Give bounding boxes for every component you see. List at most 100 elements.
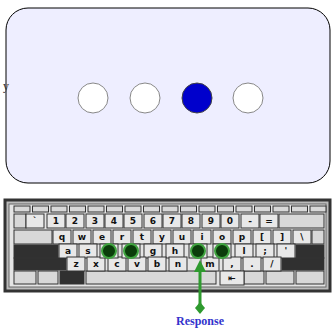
axis-label-fragment: y: [3, 80, 9, 92]
key-label: b: [154, 260, 160, 269]
response-key: [189, 244, 207, 258]
function-key: [70, 206, 86, 212]
key: [59, 244, 77, 258]
response-key-mark: [124, 244, 138, 258]
key-label: t: [140, 233, 144, 242]
response-key: [213, 244, 231, 258]
enter-key: [296, 245, 324, 258]
key-label: ]: [280, 233, 284, 242]
key: [266, 271, 294, 284]
key: [202, 214, 220, 228]
key-label: l: [242, 247, 245, 256]
key: [235, 244, 253, 258]
function-key: [162, 206, 178, 212]
key: [233, 230, 251, 244]
key: [133, 230, 151, 244]
key-label: \: [300, 233, 303, 242]
key: [223, 257, 241, 271]
response-key: [122, 244, 140, 258]
stimulus-circle: [233, 83, 263, 113]
key-label: h: [172, 247, 178, 256]
key-label: 7: [169, 217, 175, 226]
function-key: [51, 206, 67, 212]
key: [153, 230, 171, 244]
key: [293, 230, 311, 244]
key: [108, 257, 126, 271]
key: [79, 244, 97, 258]
key-label: s: [85, 247, 90, 256]
key-label: v: [134, 260, 140, 269]
key: [14, 214, 26, 228]
key: [93, 230, 111, 244]
function-key: [199, 206, 215, 212]
keyboard-frame: [5, 200, 330, 291]
key-label: z: [73, 260, 78, 269]
key-label: e: [99, 233, 105, 242]
key-label: ': [285, 247, 288, 256]
key: [86, 214, 104, 228]
key: [277, 244, 295, 258]
arrow-tail-diamond: [195, 302, 205, 314]
key-label: x: [93, 260, 99, 269]
key-label: q: [59, 233, 65, 242]
key: [105, 214, 123, 228]
key-label: y: [159, 233, 165, 242]
key-label: p: [239, 233, 245, 242]
key-label: r: [120, 233, 124, 242]
key: [182, 214, 200, 228]
keyboard-body: [9, 204, 326, 287]
key-label: i: [200, 233, 203, 242]
key: [243, 257, 261, 271]
key: [67, 257, 85, 271]
key: [73, 230, 91, 244]
key: [163, 214, 181, 228]
arrow-head: [194, 260, 206, 272]
key-label: `: [33, 217, 38, 226]
response-label: Response: [176, 315, 224, 327]
key: [144, 214, 162, 228]
key: [213, 230, 231, 244]
key-label: u: [179, 233, 185, 242]
key-label: w: [78, 233, 86, 242]
function-key: [236, 206, 252, 212]
stimulus-circle: [130, 83, 160, 113]
key-label: 2: [72, 217, 78, 226]
key: [169, 257, 187, 271]
function-key: [107, 206, 123, 212]
response-key-mark: [102, 244, 116, 258]
key: [87, 257, 105, 271]
keyboard-keys: [14, 206, 326, 285]
key: [260, 214, 278, 228]
function-key: [310, 206, 326, 212]
function-key: [218, 206, 234, 212]
key: [256, 244, 274, 258]
function-key: [292, 206, 308, 212]
function-key: [181, 206, 197, 212]
caps-key: [14, 245, 58, 258]
key: [38, 271, 58, 284]
space-key: [86, 271, 216, 284]
key: [128, 257, 146, 271]
ctrl-key: [14, 271, 36, 284]
key: [124, 214, 142, 228]
key: [66, 214, 84, 228]
key-label: =: [265, 217, 273, 226]
key: [273, 230, 291, 244]
key: [193, 230, 211, 244]
function-key: [255, 206, 271, 212]
key-label: ;: [263, 247, 267, 256]
key: [53, 230, 71, 244]
backspace-key: [279, 214, 324, 228]
key-label: /: [270, 260, 273, 269]
key-label: 5: [130, 217, 136, 226]
key: [113, 230, 131, 244]
key: [166, 244, 184, 258]
key: [253, 230, 271, 244]
key: [241, 214, 259, 228]
key-label: ⇤: [228, 274, 236, 283]
response-key-marks: [102, 244, 229, 258]
response-key-mark: [215, 244, 229, 258]
target-circle: [182, 83, 212, 113]
response-key-mark: [191, 244, 205, 258]
